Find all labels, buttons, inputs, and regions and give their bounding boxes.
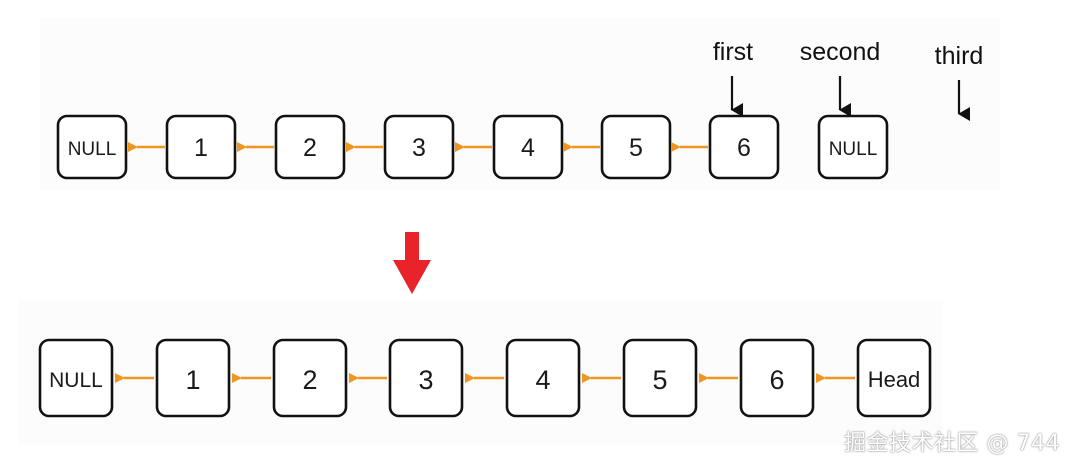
bottom-node-1: 1 [155,338,231,418]
svg-text:3: 3 [418,365,433,395]
bottom-node-7: Head [856,338,932,418]
svg-text:4: 4 [521,134,535,162]
pointer-label-second: second [800,38,881,66]
bottom-node-3: 3 [388,338,464,418]
svg-text:2: 2 [302,365,317,395]
svg-text:6: 6 [737,134,751,162]
svg-text:2: 2 [303,134,317,162]
pointer-label-third: third [935,42,984,70]
transition-arrow-icon [393,232,431,294]
top-node-6: 6 [708,114,780,180]
svg-text:3: 3 [412,134,426,162]
top-node-5: 5 [600,114,672,180]
top-node-2: 2 [274,114,346,180]
top-node-7: NULL [817,114,889,180]
watermark: 掘金技术社区 @ 744 [844,431,1060,456]
svg-text:1: 1 [185,365,200,395]
pointer-label-first: first [713,38,753,66]
top-node-1: 1 [165,114,237,180]
svg-text:4: 4 [535,365,550,395]
bottom-node-2: 2 [272,338,348,418]
top-node-3: 3 [383,114,455,180]
svg-text:6: 6 [769,365,784,395]
bottom-node-5: 5 [622,338,698,418]
top-node-0: NULL [56,114,128,180]
svg-text:NULL: NULL [68,139,117,160]
svg-text:1: 1 [194,134,208,162]
bottom-node-4: 4 [505,338,581,418]
svg-text:Head: Head [868,367,921,392]
svg-text:5: 5 [652,365,667,395]
bottom-node-6: 6 [739,338,815,418]
svg-text:NULL: NULL [49,369,103,392]
top-node-4: 4 [492,114,564,180]
svg-text:NULL: NULL [829,139,878,160]
svg-text:5: 5 [629,134,643,162]
bottom-node-0: NULL [38,338,114,418]
